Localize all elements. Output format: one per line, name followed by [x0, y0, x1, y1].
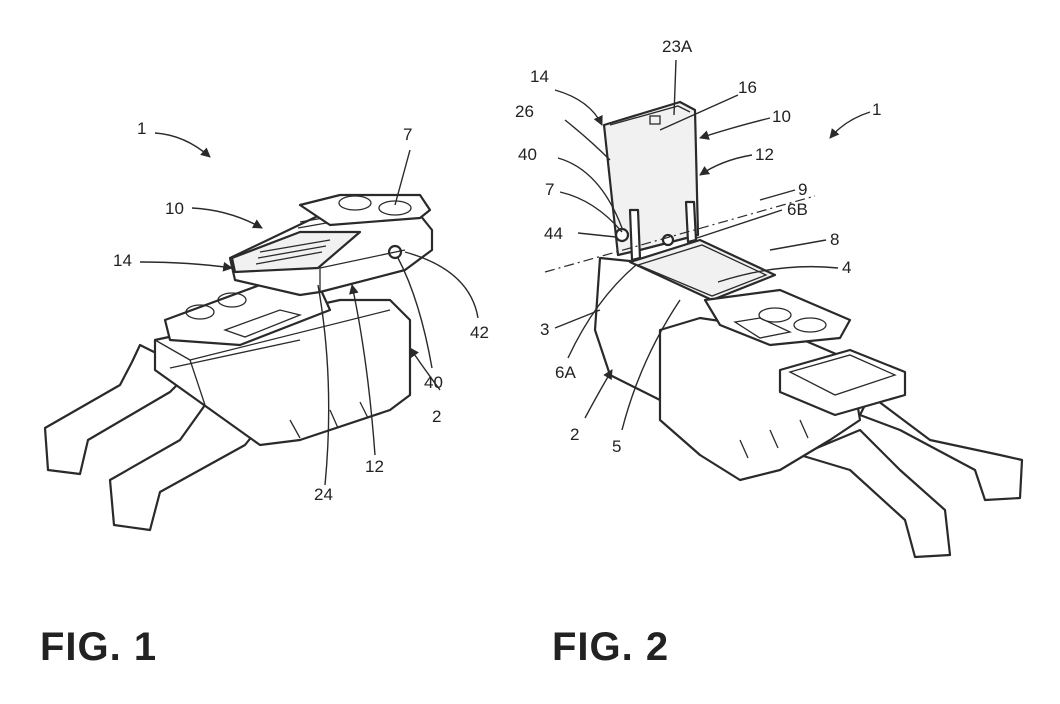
fig1-label-12: 12: [365, 457, 384, 476]
fig1-drawing: [43, 193, 434, 532]
fig2-label-3: 3: [540, 320, 549, 339]
fig1-label-2: 2: [432, 407, 441, 426]
fig2-label-4: 4: [842, 258, 851, 277]
fig1-leaders: [139, 132, 479, 486]
fig2-title: FIG. 2: [552, 625, 670, 669]
fig2-label-40: 40: [518, 145, 537, 164]
fig2-label-2: 2: [570, 425, 579, 444]
fig2-label-8: 8: [830, 230, 839, 249]
fig2-label-7: 7: [545, 180, 554, 199]
fig1-label-10: 10: [165, 199, 184, 218]
fig2-label-6B: 6B: [787, 200, 808, 219]
fig2-drawing: [544, 100, 1024, 559]
fig2-label-14: 14: [530, 67, 549, 86]
fig2-label-1: 1: [872, 100, 881, 119]
fig2-label-23A: 23A: [662, 37, 693, 56]
fig1-label-42: 42: [470, 323, 489, 342]
fig2-leaders: [554, 59, 871, 431]
fig2-label-10: 10: [772, 107, 791, 126]
fig2-label-5: 5: [612, 437, 621, 456]
fig2-label-12: 12: [755, 145, 774, 164]
fig1-label-14: 14: [113, 251, 132, 270]
fig2-label-26: 26: [515, 102, 534, 121]
fig1-label-1: 1: [137, 119, 146, 138]
fig1-title: FIG. 1: [40, 625, 158, 669]
fig1-label-7: 7: [403, 125, 412, 144]
fig2-label-16: 16: [738, 78, 757, 97]
fig1-label-24: 24: [314, 485, 333, 504]
fig2-label-9: 9: [798, 180, 807, 199]
fig1-reference-numerals: 1 10 14 7 42 40 2 12 24: [113, 119, 489, 504]
fig2-label-44: 44: [544, 224, 563, 243]
fig1-label-40: 40: [424, 373, 443, 392]
fig2-reference-numerals: 23A 14 16 26 10 1 40 12 7 9 6B 44 8 4 3 …: [515, 37, 881, 456]
fig2-label-6A: 6A: [555, 363, 576, 382]
